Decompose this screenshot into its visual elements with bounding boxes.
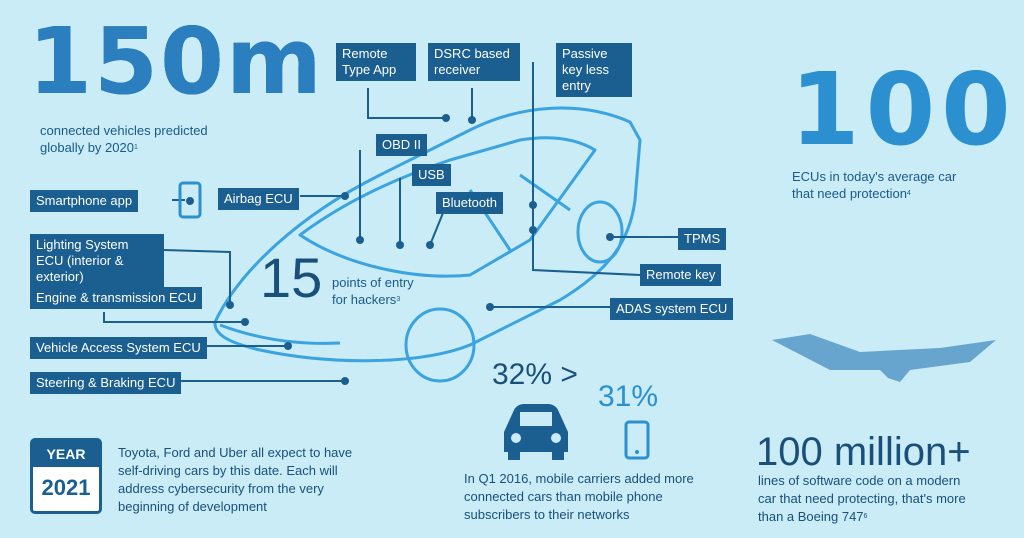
connected-vehicles-caption: connected vehicles predicted globally by…: [40, 123, 208, 155]
phones-percent: 31%: [598, 380, 659, 413]
connector-dots: [226, 114, 614, 385]
label-lighting-ecu: Lighting System ECU (interior & exterior…: [30, 234, 164, 288]
label-bluetooth: Bluetooth: [436, 192, 503, 214]
cars-percent: 32% >: [492, 358, 578, 391]
mobile-description: In Q1 2016, mobile carriers added more c…: [464, 471, 694, 522]
car-outline: [213, 106, 642, 383]
connected-vehicles-headline: 150m: [28, 8, 324, 115]
connector-lines: [103, 62, 678, 382]
label-tpms: TPMS: [678, 228, 727, 250]
label-remote-type-app: Remote Type App: [336, 43, 416, 81]
entry-points-caption: points of entry for hackers3: [332, 275, 414, 307]
ecu-count-headline: 100: [790, 51, 1017, 168]
label-obd: OBD II: [376, 134, 428, 156]
label-airbag-ecu: Airbag ECU: [218, 188, 299, 210]
label-engine-ecu: Engine & transmission ECU: [30, 287, 203, 309]
software-headline: 100 million+: [756, 430, 971, 474]
car-icon: [504, 404, 568, 460]
ecu-caption: ECUs in today's average car that need pr…: [792, 169, 957, 201]
software-description: lines of software code on a modern car t…: [758, 473, 966, 524]
label-adas-ecu: ADAS system ECU: [610, 298, 734, 320]
label-passive-key: Passive key less entry: [556, 43, 632, 97]
label-smartphone-app: Smartphone app: [30, 190, 139, 212]
calendar-icon: YEAR 2021: [30, 438, 102, 514]
smartphone-icon: [178, 181, 202, 219]
phone-icon: [624, 420, 650, 460]
label-dsrc-receiver: DSRC based receiver: [428, 43, 520, 81]
label-vehicle-access-ecu: Vehicle Access System ECU: [30, 337, 207, 359]
label-steering-ecu: Steering & Braking ECU: [30, 372, 182, 394]
entry-points-number: 15: [260, 246, 323, 309]
label-remote-key: Remote key: [640, 264, 722, 286]
boeing-747-icon: [772, 334, 996, 382]
year-description: Toyota, Ford and Uber all expect to have…: [118, 445, 353, 514]
label-usb: USB: [412, 164, 451, 186]
